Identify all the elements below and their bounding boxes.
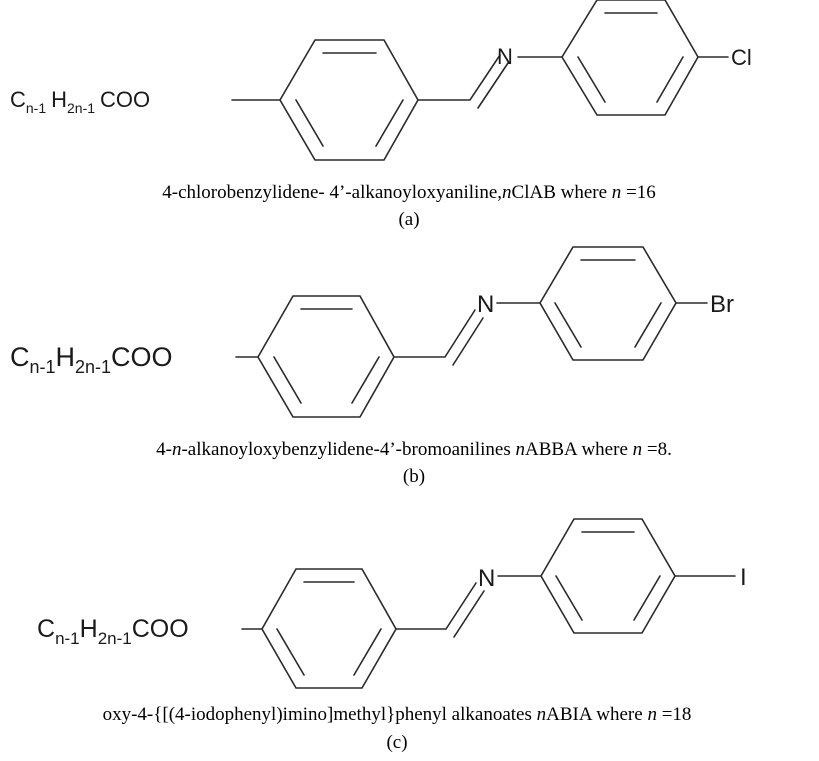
imine-nitrogen-c: N <box>478 565 495 592</box>
substituent-bromine: Br <box>710 291 734 318</box>
caption-b: 4-n-alkanoyloxybenzylidene-4’-bromoanili… <box>156 439 672 460</box>
imine-bond-b <box>393 309 484 366</box>
substituent-chlorine: Cl <box>731 45 752 70</box>
caption-a: 4-chlorobenzylidene- 4’-alkanoyloxyanili… <box>162 182 656 203</box>
panel-label-c: (c) <box>386 732 407 753</box>
substituent-iodine: I <box>740 564 747 591</box>
panel-label-b: (b) <box>403 466 425 487</box>
benzene-ring-b2 <box>539 246 677 361</box>
imine-nitrogen-a: N <box>497 44 513 69</box>
imine-nitrogen-b: N <box>477 291 494 318</box>
panel-c: Cn-1H2n-1COO N I oxy-4-{[(4-iodophenyl)i… <box>37 518 747 753</box>
benzene-ring-a2 <box>561 0 699 116</box>
benzene-ring-c2 <box>540 518 676 634</box>
benzene-ring-b1 <box>257 295 395 418</box>
formula-chain-b: Cn-1H2n-1COO <box>10 342 173 377</box>
formula-chain-c: Cn-1H2n-1COO <box>37 615 189 648</box>
caption-c: oxy-4-{[(4-iodophenyl)imino]methyl}pheny… <box>103 704 692 725</box>
benzene-ring-a1 <box>279 39 419 161</box>
panel-label-a: (a) <box>398 209 419 230</box>
imine-bond-a <box>417 54 509 109</box>
imine-bond-c <box>395 582 485 638</box>
panel-b: Cn-1H2n-1COO N Br 4-n-alkanoyloxybenzyli… <box>10 246 734 487</box>
benzene-ring-c1 <box>261 568 397 689</box>
